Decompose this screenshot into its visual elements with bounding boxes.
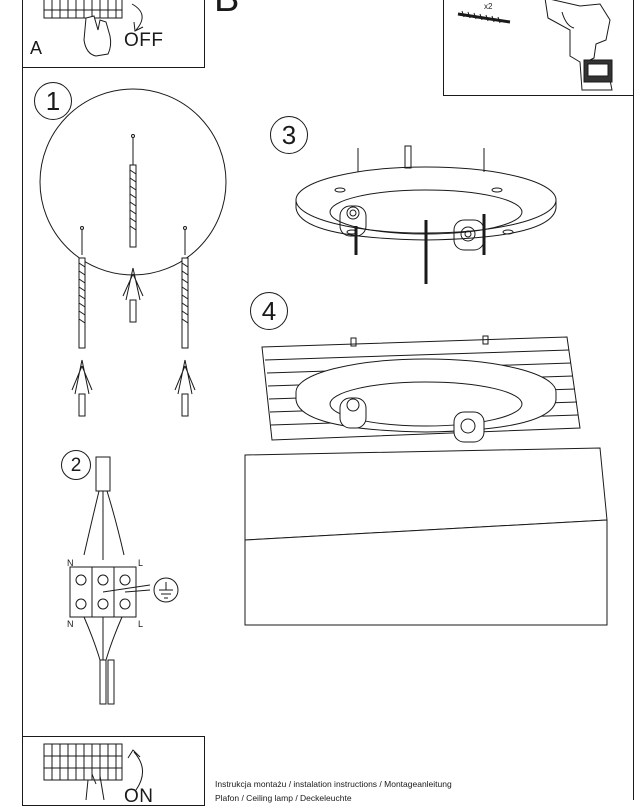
- on-label: ON: [124, 786, 154, 807]
- screw-icon: [457, 10, 511, 24]
- step-1-number: 1: [45, 86, 61, 116]
- neutral-label-bottom: N: [67, 619, 74, 629]
- spotlight-icon: [339, 397, 367, 429]
- breaker-icon: [43, 0, 123, 19]
- step-3-number: 3: [281, 120, 297, 150]
- tool-box: [443, 0, 634, 96]
- neutral-label-top: N: [67, 558, 74, 568]
- page-frame: [22, 0, 634, 800]
- step-4-badge: 4: [250, 292, 288, 330]
- arrow-icon: [131, 3, 144, 32]
- arrow-icon: [127, 749, 143, 791]
- step-4-number: 4: [261, 296, 277, 326]
- step-2-badge: 2: [61, 450, 91, 480]
- live-label-bottom: L: [138, 619, 144, 629]
- panel-a-letter: A: [30, 38, 43, 58]
- screw-qty: x2: [484, 2, 493, 11]
- wall-plug-icon: [174, 226, 196, 417]
- hand-icon: [83, 15, 112, 57]
- hand-icon: [85, 773, 105, 800]
- drill-icon: [544, 0, 613, 91]
- step-2-number: 2: [70, 454, 82, 476]
- wall-plug-icon: [122, 134, 144, 323]
- wiring-diagram: [69, 456, 151, 705]
- panel-a-box: [22, 0, 205, 68]
- spotlight-icon: [453, 411, 485, 443]
- panel-b-letter: B: [214, 0, 239, 21]
- wall-plug-icon: [71, 226, 93, 417]
- footer-line-2: Plafon / Ceiling lamp / Deckeleuchte: [215, 793, 352, 803]
- lamp-shade-icon: [244, 447, 608, 626]
- spotlight-icon: [339, 205, 367, 237]
- off-label: OFF: [124, 30, 164, 51]
- spotlight-icon: [453, 219, 485, 251]
- lamp-base-icon: [295, 335, 557, 433]
- ground-icon: [153, 577, 179, 603]
- footer-line-1: Instrukcja montażu / instalation instruc…: [215, 779, 452, 789]
- live-label-top: L: [138, 558, 144, 568]
- step-3-badge: 3: [270, 116, 308, 154]
- breaker-icon: [43, 743, 123, 781]
- step-1-badge: 1: [34, 82, 72, 120]
